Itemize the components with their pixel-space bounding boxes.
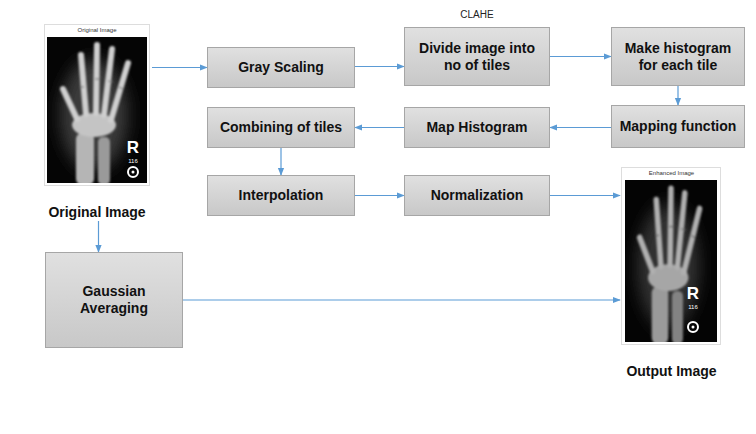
box-label: Combining of tiles: [220, 119, 342, 136]
marker-number: 116: [683, 304, 703, 310]
box-label: Divide image into no of tiles: [411, 40, 543, 74]
image-title: Original Image: [77, 26, 116, 34]
flow-arrow: [550, 56, 611, 57]
process-box: Gaussian Averaging: [45, 252, 183, 348]
image-caption: Output Image: [626, 363, 716, 380]
flow-arrow: [152, 67, 207, 68]
flow-arrow: [550, 195, 620, 196]
flow-arrow: [355, 66, 404, 67]
process-box: Divide image into no of tiles: [404, 27, 550, 86]
flow-arrow: [550, 127, 611, 128]
process-box: Map Histogram: [404, 107, 550, 148]
marker-number: 116: [123, 158, 143, 164]
flow-arrow: [355, 195, 404, 196]
flow-arrow: [280, 148, 281, 175]
process-box: Normalization: [404, 175, 550, 216]
marker-letter: R: [123, 138, 143, 158]
box-label: Gaussian Averaging: [52, 283, 176, 317]
box-label: Interpolation: [239, 187, 324, 204]
image-node: Enhanced ImageOutput Image: [620, 168, 723, 380]
box-label: Gray Scaling: [238, 59, 324, 76]
process-box: Interpolation: [207, 175, 355, 216]
section-label: CLAHE: [447, 9, 507, 20]
flow-arrow: [355, 127, 404, 128]
image-caption: Original Image: [48, 204, 145, 221]
box-label: Mapping function: [620, 118, 737, 135]
box-label: Make histogram for each tile: [618, 40, 738, 74]
marker-letter: R: [683, 284, 703, 304]
process-box: Make histogram for each tile: [611, 27, 745, 86]
flow-arrow: [677, 86, 678, 105]
process-box: Mapping function: [611, 105, 745, 148]
flow-arrow: [183, 299, 620, 300]
process-box: Gray Scaling: [207, 47, 355, 88]
box-label: Map Histogram: [426, 119, 527, 136]
image-node: Original ImageOriginal Image: [42, 25, 152, 221]
process-box: Combining of tiles: [207, 107, 355, 148]
box-label: Normalization: [431, 187, 524, 204]
flow-arrow: [98, 221, 99, 252]
image-title: Enhanced Image: [649, 169, 694, 177]
